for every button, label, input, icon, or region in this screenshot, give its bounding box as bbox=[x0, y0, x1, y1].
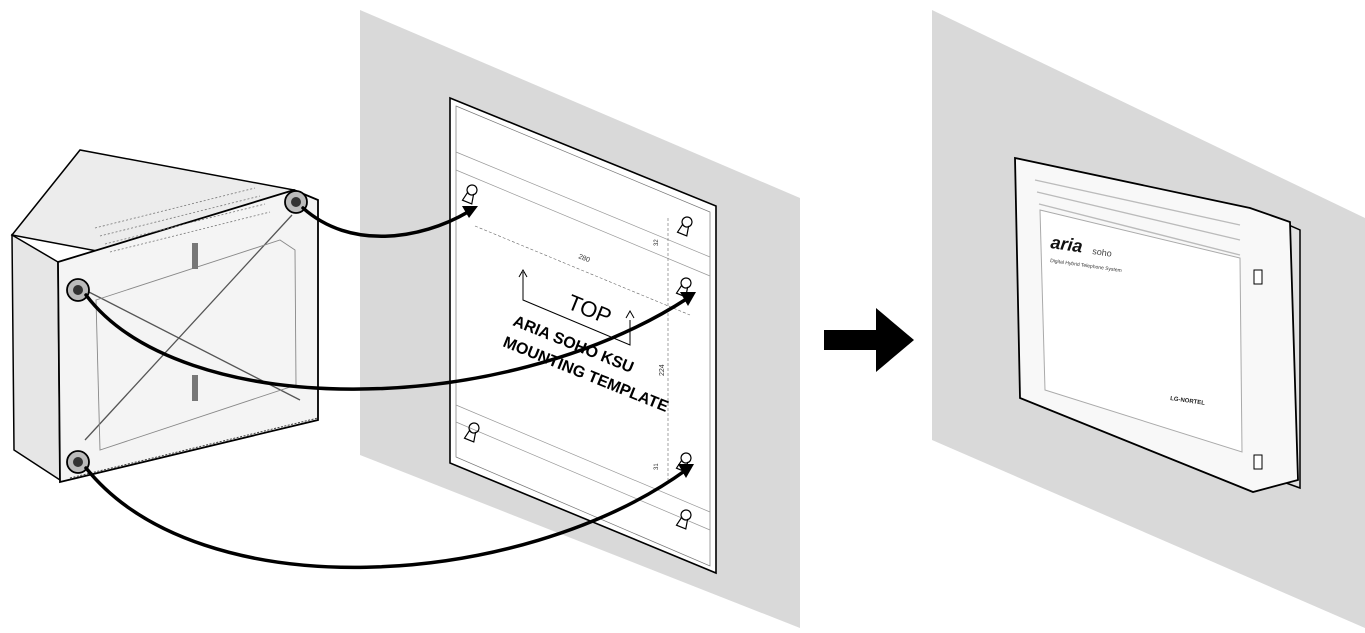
mounting-arrows bbox=[84, 206, 696, 570]
ksu-unit-mounted: aria soho Digital Hybrid Telephone Syste… bbox=[1014, 156, 1301, 493]
template-dim-height: 224 bbox=[659, 364, 666, 376]
keyhole-slot-icon bbox=[675, 509, 692, 530]
screw-icon bbox=[66, 450, 90, 474]
keyhole-slot-icon bbox=[463, 422, 480, 443]
unit-brand-suffix: soho bbox=[1092, 246, 1113, 259]
unit-maker-logo: LG-NORTEL bbox=[1170, 396, 1206, 407]
keyhole-slot-icon bbox=[461, 184, 478, 205]
template-dim-width: 280 bbox=[577, 253, 591, 264]
keyhole-slot-icon bbox=[675, 277, 692, 298]
unit-brand-logo: aria bbox=[1049, 232, 1084, 256]
keyhole-slot-icon bbox=[676, 216, 693, 237]
template-dim-small-2: 31 bbox=[654, 463, 660, 470]
screw-icon bbox=[66, 278, 90, 302]
right-arrow-icon bbox=[824, 308, 914, 372]
template-dim-small-1: 32 bbox=[654, 239, 660, 246]
ksu-unit-back bbox=[10, 149, 319, 484]
